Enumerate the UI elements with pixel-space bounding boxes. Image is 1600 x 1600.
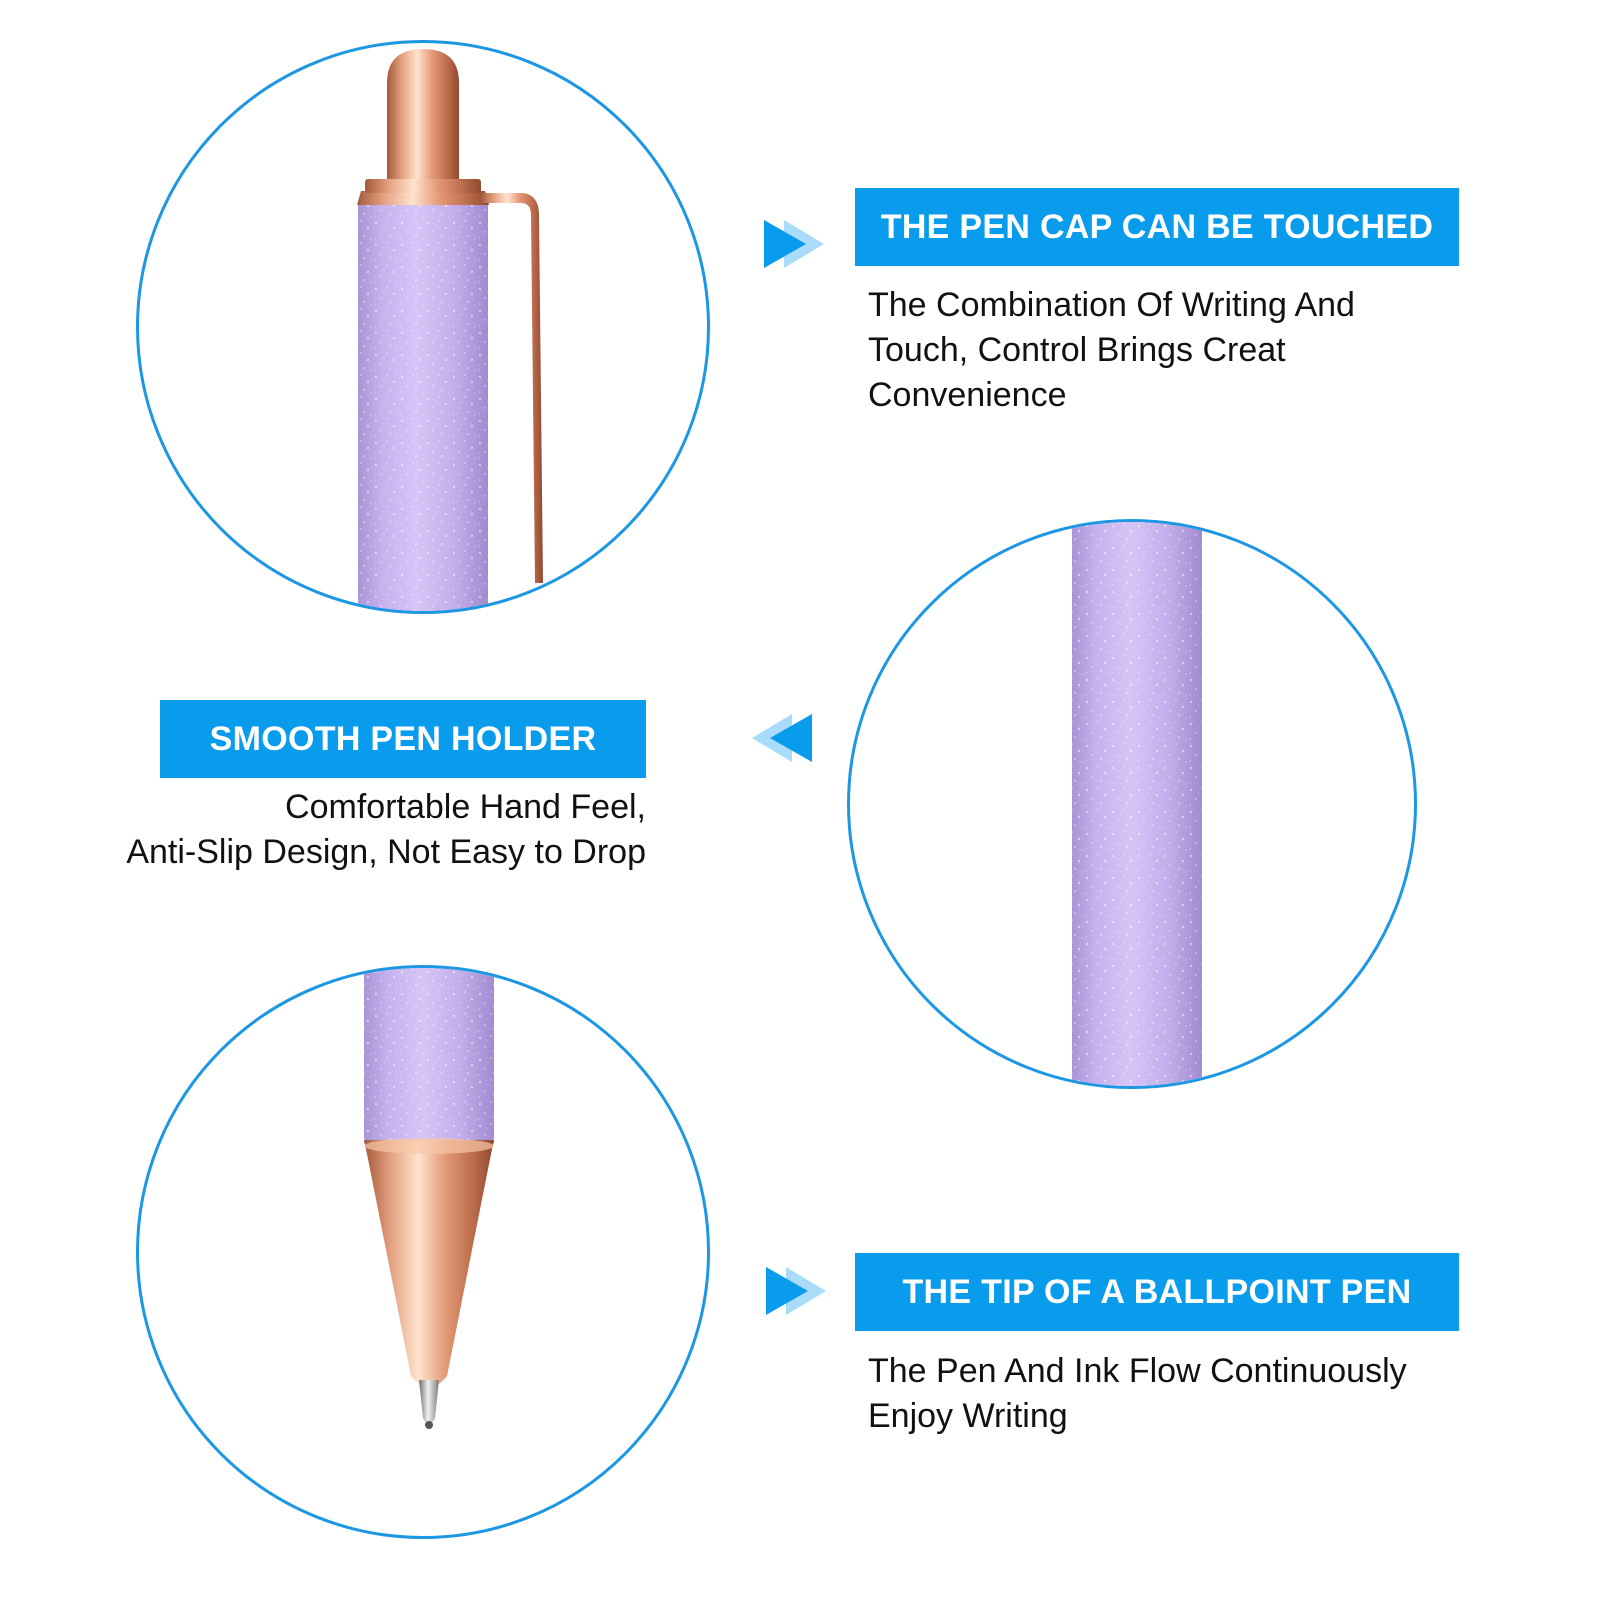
pen-cap-circle: [136, 40, 710, 614]
description-line: Anti-Slip Design, Not Easy to Drop: [126, 833, 646, 871]
arrow-right-icon: [766, 1267, 826, 1315]
section-cap-description: The Combination Of Writing And Touch, Co…: [868, 283, 1355, 418]
description-line: Comfortable Hand Feel,: [285, 788, 646, 826]
description-line: Enjoy Writing: [868, 1397, 1068, 1435]
description-line: The Pen And Ink Flow Continuously: [868, 1352, 1407, 1390]
section-tip-title: THE TIP OF A BALLPOINT PEN: [855, 1253, 1459, 1331]
pen-tip-image: [364, 968, 494, 1429]
arrow-right-icon: [764, 220, 824, 268]
description-line: The Combination Of Writing And: [868, 286, 1355, 324]
section-cap-title: THE PEN CAP CAN BE TOUCHED: [855, 188, 1459, 266]
description-line: Convenience: [868, 376, 1067, 414]
pen-barrel-image: [1072, 522, 1202, 1086]
section-tip-description: The Pen And Ink Flow Continuously Enjoy …: [868, 1349, 1407, 1439]
arrow-left-icon: [752, 714, 812, 762]
section-holder-title: SMOOTH PEN HOLDER: [160, 700, 646, 778]
pen-cap-image: [357, 49, 543, 611]
pen-tip-circle: [136, 965, 710, 1539]
section-holder-description: Comfortable Hand Feel, Anti-Slip Design,…: [126, 785, 646, 875]
pen-barrel-circle: [847, 519, 1417, 1089]
description-line: Touch, Control Brings Creat: [868, 331, 1286, 369]
